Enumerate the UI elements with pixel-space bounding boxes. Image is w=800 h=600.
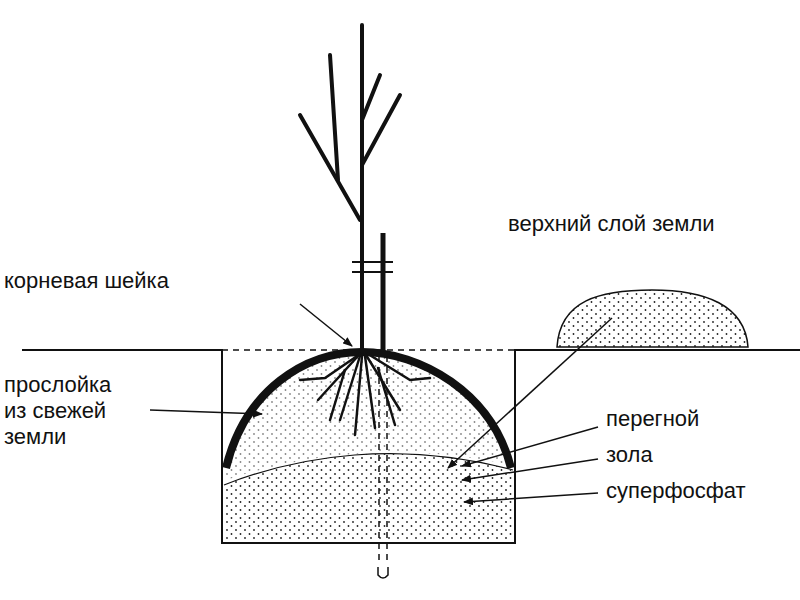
ash-label: зола bbox=[604, 442, 655, 468]
humus-label: перегной bbox=[604, 406, 701, 432]
fresh-soil bbox=[226, 352, 511, 480]
topsoil-heap bbox=[557, 290, 748, 347]
superphosphate-label: суперфосфат bbox=[604, 478, 748, 504]
pit-outline bbox=[22, 350, 800, 543]
stake bbox=[352, 233, 393, 578]
leader-arrows bbox=[150, 304, 612, 502]
topsoil-label: верхний слой земли bbox=[506, 211, 717, 237]
root-collar-label: корневая шейка bbox=[2, 268, 171, 294]
fresh-soil-label: прослойка из свежей земли bbox=[2, 372, 131, 450]
roots bbox=[300, 354, 430, 435]
seedling bbox=[300, 25, 400, 352]
mound-arc bbox=[226, 352, 511, 468]
